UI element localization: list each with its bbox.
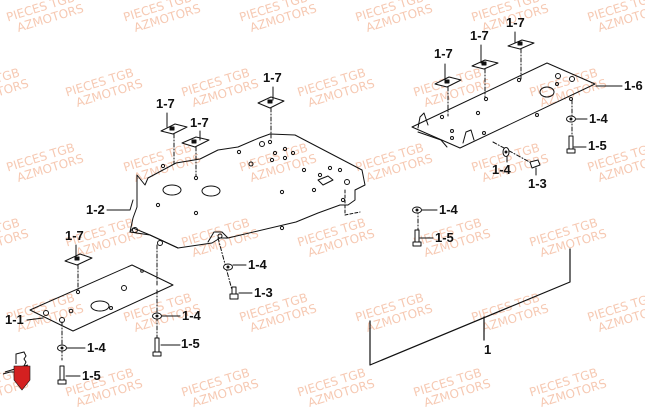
callout-1-4[interactable]: 1-4 <box>87 340 106 355</box>
leader-lines <box>26 31 623 377</box>
callout-1-4[interactable]: 1-4 <box>248 257 267 272</box>
front-skid-plate <box>29 264 174 332</box>
bolts <box>57 135 576 385</box>
callout-1-7[interactable]: 1-7 <box>506 15 525 30</box>
callout-1-4[interactable]: 1-4 <box>589 111 608 126</box>
callout-1-3[interactable]: 1-3 <box>254 285 273 300</box>
washer-holes <box>60 117 573 350</box>
clip-nut-centers <box>74 41 523 261</box>
tgb-shield-logo <box>2 351 31 391</box>
clip-nuts <box>64 39 535 266</box>
callout-1-6[interactable]: 1-6 <box>624 78 643 93</box>
callout-1-7[interactable]: 1-7 <box>65 228 84 243</box>
callout-1-5[interactable]: 1-5 <box>181 336 200 351</box>
parts-drawing <box>26 31 623 385</box>
callout-1-5[interactable]: 1-5 <box>82 368 101 383</box>
callout-1-7[interactable]: 1-7 <box>470 28 489 43</box>
callout-1-2[interactable]: 1-2 <box>86 202 105 217</box>
assembly-bracket <box>369 248 571 366</box>
callout-1-5[interactable]: 1-5 <box>435 230 454 245</box>
callout-1-7[interactable]: 1-7 <box>156 96 175 111</box>
callout-1-4[interactable]: 1-4 <box>492 162 511 177</box>
callout-1-7[interactable]: 1-7 <box>263 70 282 85</box>
callout-1-4[interactable]: 1-4 <box>182 308 201 323</box>
callout-1-5[interactable]: 1-5 <box>588 138 607 153</box>
callout-1[interactable]: 1 <box>484 342 492 357</box>
callout-1-3[interactable]: 1-3 <box>528 176 547 191</box>
rear-skid-plate <box>411 62 596 149</box>
callout-1-7[interactable]: 1-7 <box>434 46 453 61</box>
callout-1-1[interactable]: 1-1 <box>5 312 24 327</box>
washers <box>57 115 576 352</box>
center-skid-plate <box>129 133 366 249</box>
callout-1-7[interactable]: 1-7 <box>190 115 209 130</box>
callout-1-4[interactable]: 1-4 <box>439 202 458 217</box>
